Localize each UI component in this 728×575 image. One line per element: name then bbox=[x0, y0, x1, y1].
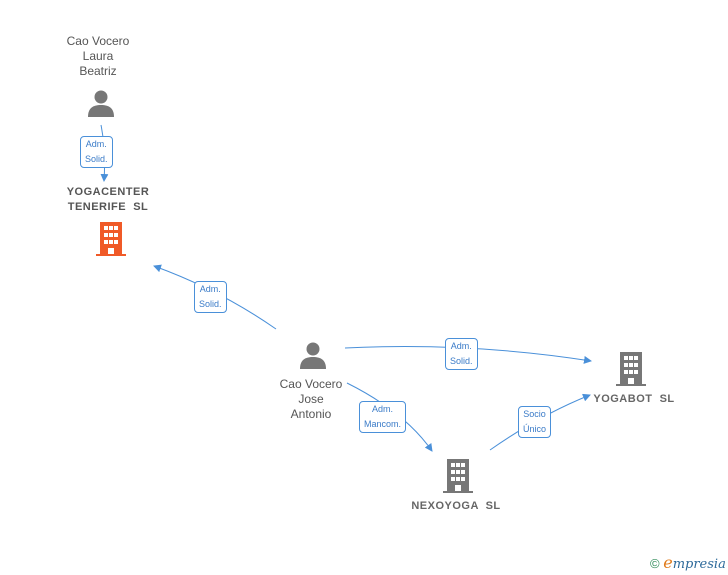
edge-label-nexoyoga-yogabot: Socio Único bbox=[518, 406, 552, 438]
building-icon[interactable] bbox=[96, 222, 126, 256]
copyright-symbol: © bbox=[650, 556, 660, 571]
person-icon[interactable] bbox=[300, 342, 326, 370]
edge-label-jose-yogacenter: Adm. Solid. bbox=[194, 281, 227, 313]
company-name-yogacenter[interactable]: YOGACENTER TENERIFE SL bbox=[66, 186, 150, 213]
edge-label-jose-nexoyoga: Adm. Mancom. bbox=[359, 401, 407, 433]
building-icon[interactable] bbox=[443, 459, 473, 493]
person-name-jose[interactable]: Cao Vocero Jose Antonio bbox=[279, 377, 343, 421]
person-name-laura[interactable]: Cao Vocero Laura Beatriz bbox=[66, 34, 130, 78]
logo-text: mpresia bbox=[672, 557, 726, 572]
logo-initial: e bbox=[663, 553, 673, 572]
company-name-nexoyoga[interactable]: NEXOYOGA SL bbox=[411, 500, 501, 512]
empresia-logo[interactable]: © empresia bbox=[650, 553, 726, 572]
edge-label-jose-yogabot: Adm. Solid. bbox=[445, 338, 478, 370]
person-icon[interactable] bbox=[88, 90, 114, 118]
edge-label-laura-yogacenter: Adm. Solid. bbox=[80, 136, 113, 168]
building-icon[interactable] bbox=[616, 352, 646, 386]
company-name-yogabot[interactable]: YOGABOT SL bbox=[593, 393, 675, 405]
